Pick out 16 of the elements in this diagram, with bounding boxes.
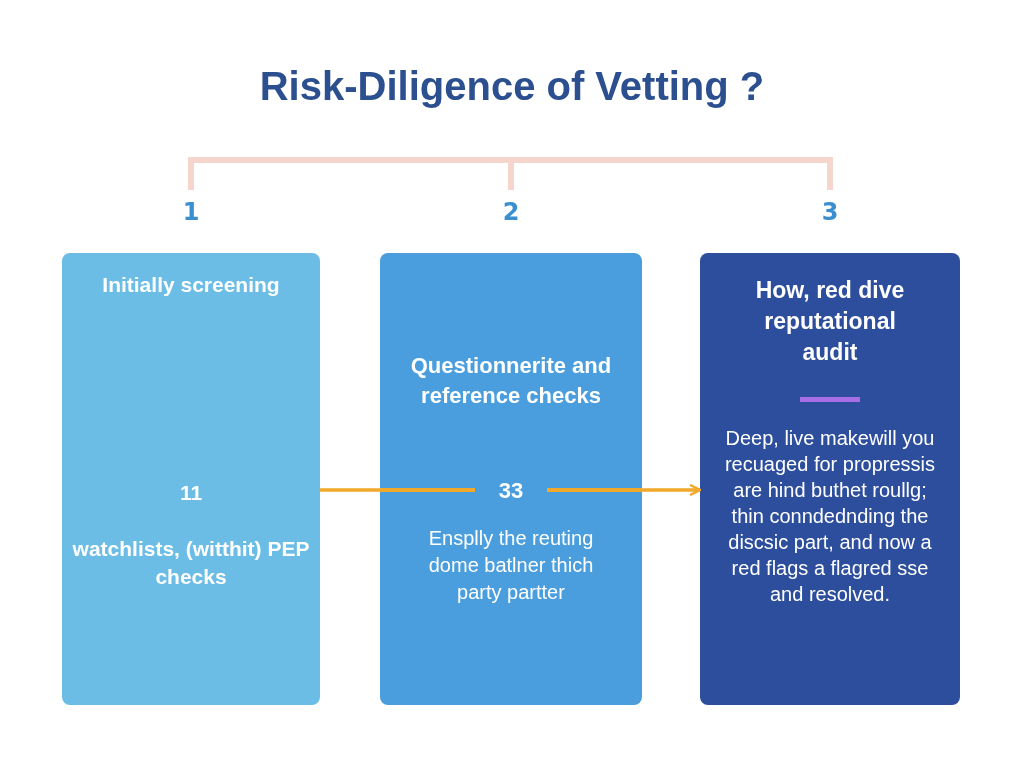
arrow [642, 483, 702, 497]
card-text: Deep, live makewill you recuaged for propressis are hind buthet roullg; thin conndednding the discsic part, and now a red flags a flagred sse and resolved. [724, 426, 936, 607]
step-number: 3 [820, 198, 840, 226]
diagram-title: Risk-Diligence of Vetting ? [258, 64, 766, 109]
step-number: 1 [181, 198, 201, 226]
step-card [62, 253, 320, 705]
card-heading: How, red dive reputational audit [754, 276, 906, 368]
card-heading: Questionnerite and reference checks [409, 352, 613, 410]
card-heading: Initially screening [101, 272, 281, 298]
card-text: 33 [497, 477, 525, 505]
card-text: watchlists, (witthit) PEP checks [72, 536, 310, 591]
step-number: 2 [501, 198, 521, 226]
card-text: Ensplly the reuting dome batlner thich party partter [427, 526, 595, 605]
step-card [700, 253, 960, 705]
card-text: 11 [178, 480, 204, 506]
step-card [380, 253, 642, 705]
